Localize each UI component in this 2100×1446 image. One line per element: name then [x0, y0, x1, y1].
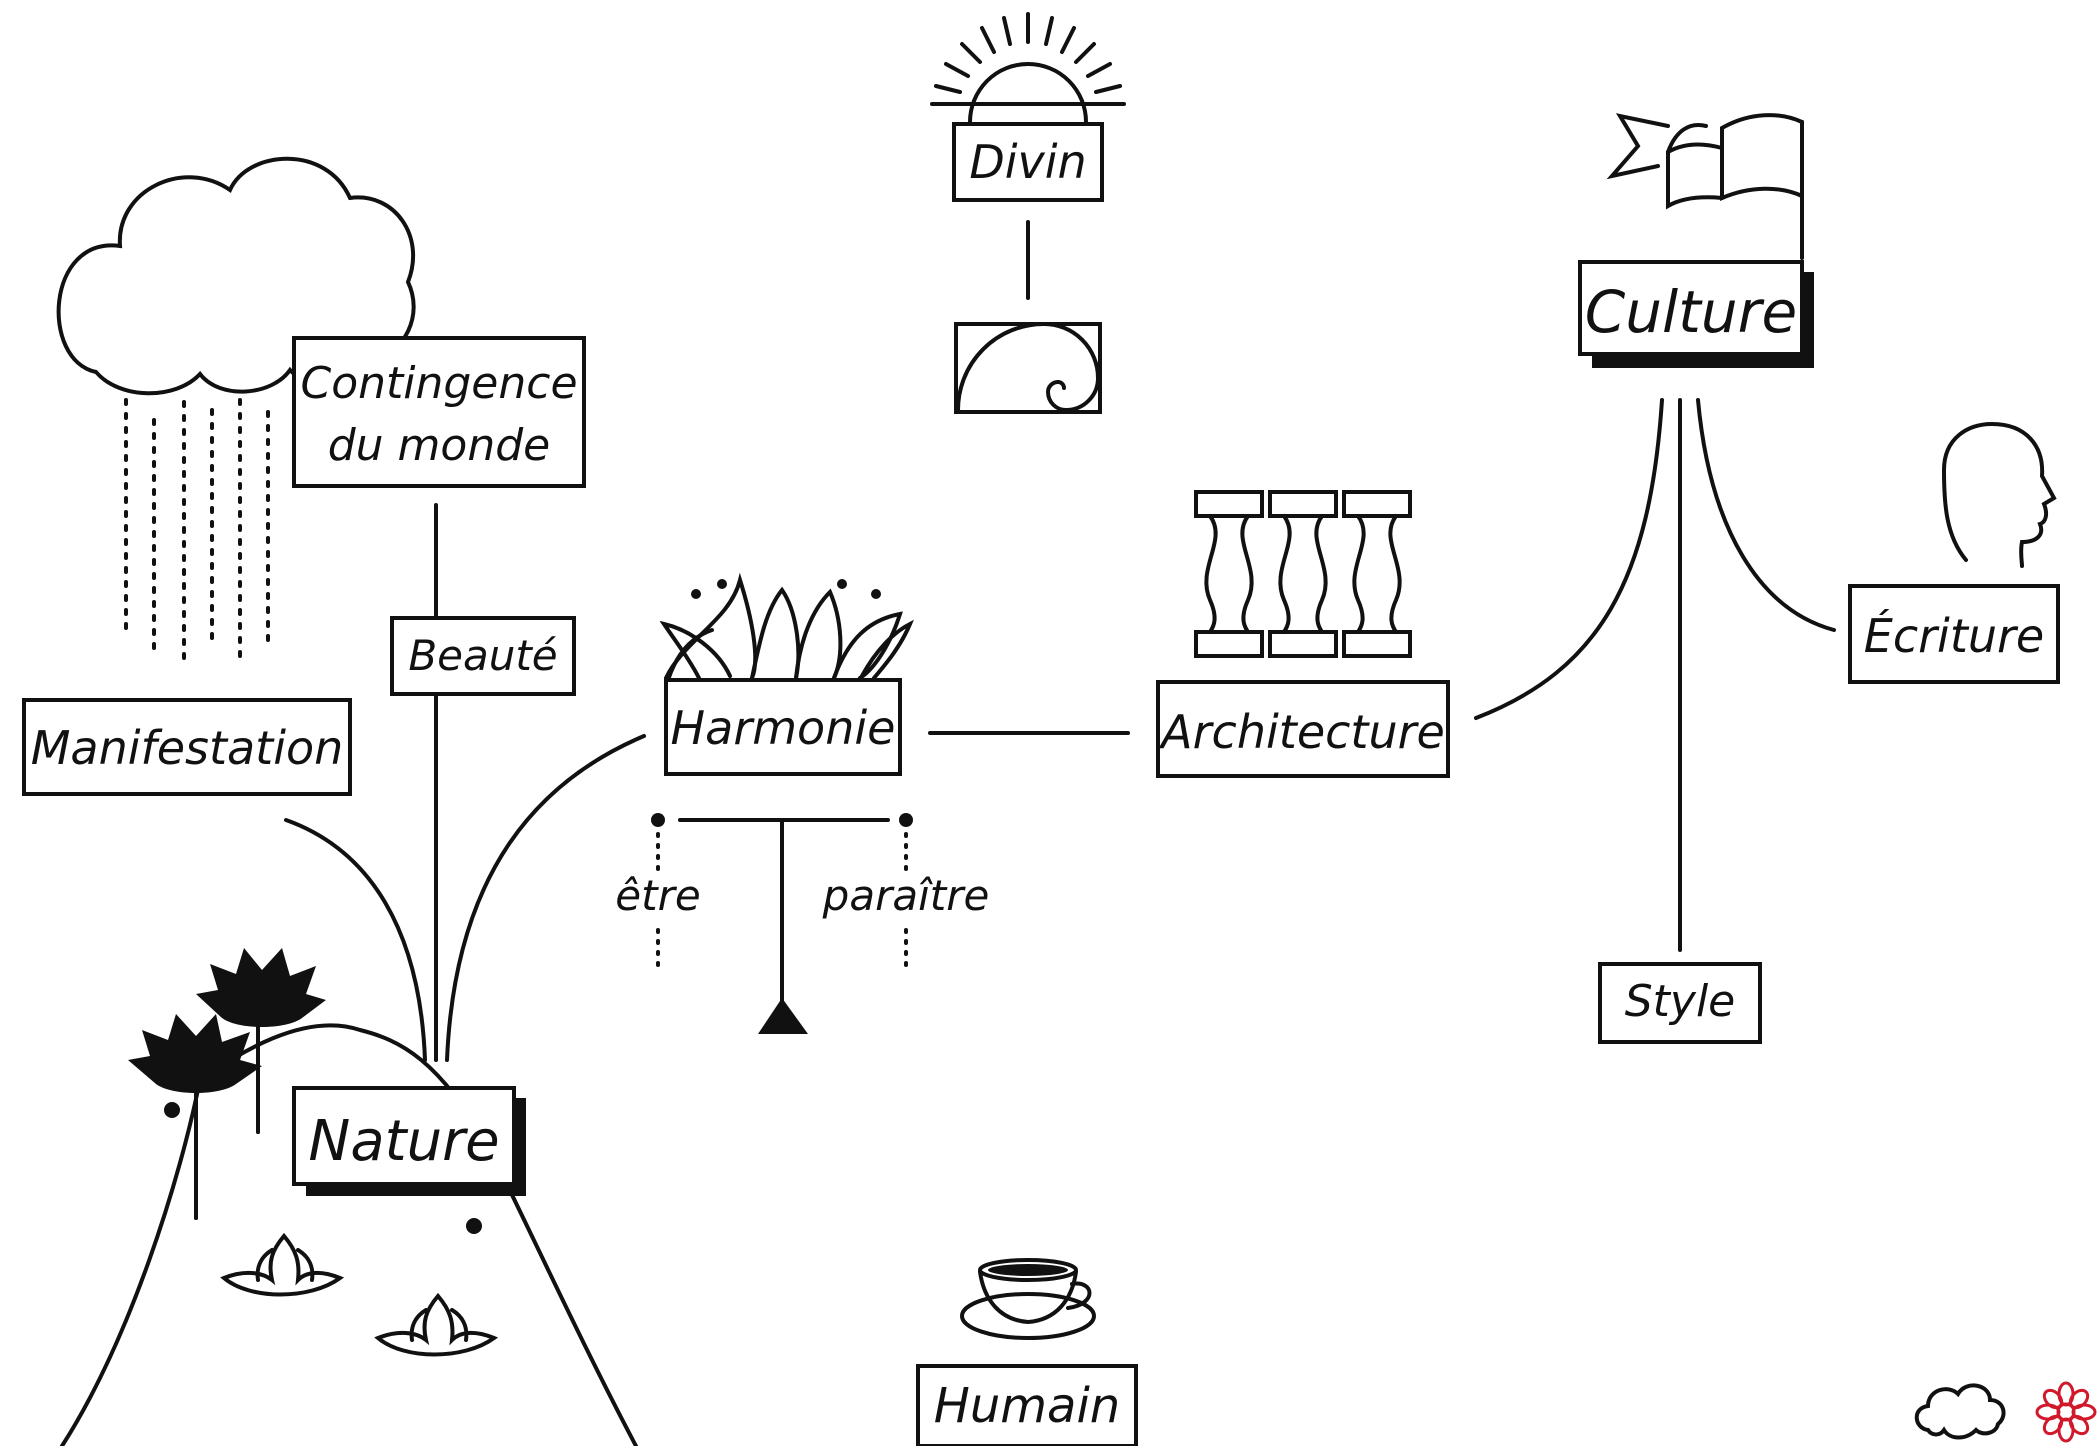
rising-sun-icon — [930, 12, 1126, 124]
node-manifestation-label: Manifestation — [31, 721, 344, 775]
balustrade-icon — [1194, 490, 1412, 658]
node-style: Style — [1598, 962, 1762, 1044]
node-nature: Nature — [292, 1086, 526, 1196]
node-ecriture-label: Écriture — [1864, 609, 2044, 663]
node-culture-label: Culture — [1585, 278, 1797, 346]
node-humain: Humain — [916, 1364, 1138, 1446]
node-harmonie-label: Harmonie — [671, 701, 896, 755]
node-divin-label: Divin — [969, 135, 1086, 189]
node-humain-label: Humain — [934, 1378, 1120, 1434]
node-architecture: Architecture — [1156, 680, 1450, 778]
node-contingence-du-monde: Contingence du monde — [292, 336, 586, 488]
node-contingence-label-line2: du monde — [328, 420, 550, 471]
node-beaute: Beauté — [390, 616, 576, 696]
lotus-flower-icon — [659, 572, 914, 682]
connector-manifestation-nature — [284, 818, 427, 1062]
node-manifestation: Manifestation — [22, 698, 352, 796]
node-divin: Divin — [952, 122, 1104, 202]
rain-cloud-icon — [56, 156, 416, 662]
node-architecture-label: Architecture — [1158, 705, 1445, 759]
balance-left-label: être — [615, 871, 700, 920]
connector-architecture-culture — [1474, 398, 1664, 720]
cloud-outline-icon — [1914, 1383, 2006, 1440]
node-beaute-label: Beauté — [408, 631, 557, 680]
red-flower-icon — [2035, 1381, 2097, 1443]
flag-banner-icon — [1606, 113, 1804, 260]
node-ecriture: Écriture — [1848, 584, 2060, 684]
node-nature-label: Nature — [308, 1109, 499, 1174]
node-contingence-label-line1: Contingence — [300, 358, 577, 409]
node-harmonie: Harmonie — [664, 678, 902, 776]
golden-spiral-icon — [954, 322, 1102, 414]
head-profile-icon — [1941, 421, 2057, 568]
connectors — [284, 220, 1836, 1062]
balance-right-label: paraître — [822, 871, 990, 920]
node-style-label: Style — [1625, 976, 1736, 1027]
teacup-icon — [960, 1258, 1096, 1340]
balance-scale-icon — [651, 813, 913, 1034]
connector-culture-ecriture — [1696, 398, 1836, 632]
connector-harmonie-nature — [445, 734, 646, 1062]
mountain-with-flowers-icon — [60, 948, 638, 1446]
node-culture: Culture — [1578, 260, 1814, 368]
